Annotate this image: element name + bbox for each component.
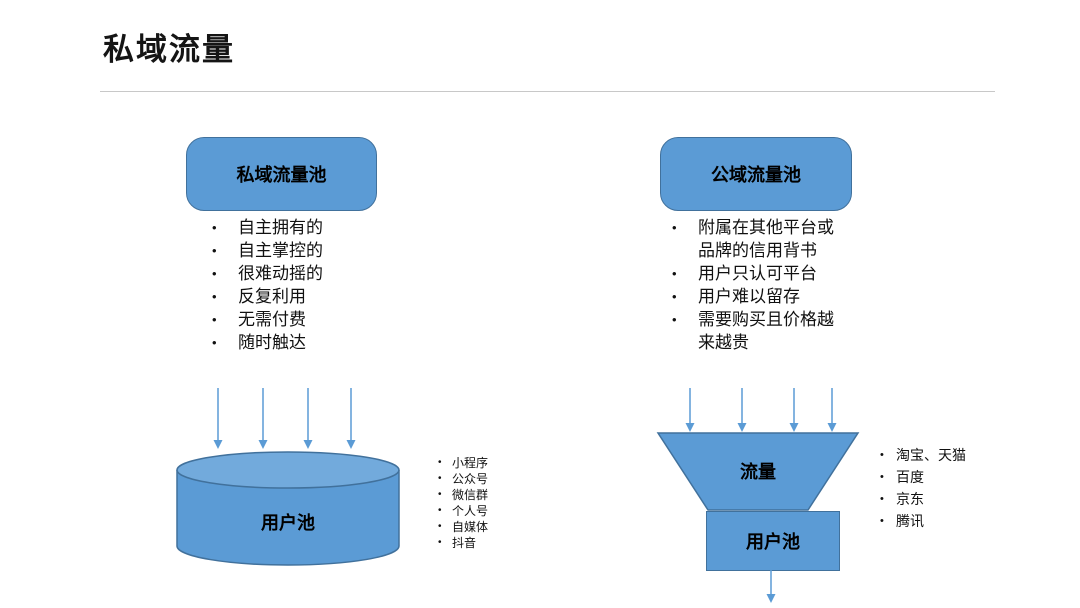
public-platform-list: • 淘宝、天猫 • 百度 • 京东 • 腾讯	[880, 444, 966, 532]
bullet-text: 附属在其他平台或品牌的信用背书	[698, 218, 834, 260]
list-item: • 微信群	[438, 487, 488, 503]
down-arrows-icon	[213, 388, 356, 449]
list-item: • 淘宝、天猫	[880, 444, 966, 466]
private-pool-bullet-list: • 自主拥有的 • 自主掌控的 • 很难动摇的 • 反复利用 • 无需付费 • 随时触达	[212, 216, 323, 354]
title-underline	[100, 91, 995, 92]
private-channel-list: • 小程序 • 公众号 • 微信群 • 个人号 • 自媒体 • 抖音	[438, 455, 488, 551]
bullet-icon: •	[212, 312, 217, 327]
funnel-label: 流量	[740, 462, 776, 482]
private-pool-shape: 私域流量池	[186, 137, 377, 211]
list-item: • 用户难以留存	[672, 285, 840, 308]
bullet-icon: •	[212, 220, 217, 235]
bullet-text: 需要购买且价格越来越贵	[698, 310, 834, 352]
platform-text: 京东	[896, 491, 924, 507]
bullet-icon: •	[438, 521, 442, 532]
down-arrows-icon	[685, 388, 837, 432]
private-pool-label: 私域流量池	[236, 165, 327, 185]
bullet-text: 用户难以留存	[698, 287, 800, 306]
bullet-icon: •	[880, 493, 884, 505]
user-pool-box-label: 用户池	[746, 532, 800, 552]
bullet-icon: •	[880, 449, 884, 461]
bullet-icon: •	[880, 515, 884, 527]
public-pool-bullet-list: • 附属在其他平台或品牌的信用背书 • 用户只认可平台 • 用户难以留存 • 需要购买且…	[672, 216, 840, 354]
list-item: • 公众号	[438, 471, 488, 487]
bullet-text: 自主拥有的	[238, 218, 323, 237]
bullet-icon: •	[672, 266, 677, 281]
user-pool-cylinder: 用户池	[175, 449, 401, 567]
list-item: • 自媒体	[438, 519, 488, 535]
list-item: • 用户只认可平台	[672, 262, 840, 285]
list-item: • 反复利用	[212, 285, 323, 308]
bullet-icon: •	[438, 505, 442, 516]
channel-text: 小程序	[452, 456, 489, 470]
page-title: 私域流量	[103, 32, 235, 67]
bullet-text: 无需付费	[238, 310, 306, 329]
list-item: • 小程序	[438, 455, 488, 471]
list-item: • 京东	[880, 488, 966, 510]
list-item: • 很难动摇的	[212, 262, 323, 285]
public-pool-shape: 公域流量池	[660, 137, 852, 211]
list-item: • 百度	[880, 466, 966, 488]
traffic-funnel: 流量	[656, 432, 860, 512]
channel-text: 微信群	[452, 488, 489, 502]
cylinder-shape-icon	[176, 451, 400, 566]
bullet-icon: •	[438, 457, 442, 468]
public-pool-label: 公域流量池	[711, 165, 801, 185]
list-item: • 自主掌控的	[212, 239, 323, 262]
platform-text: 淘宝、天猫	[896, 447, 966, 463]
user-pool-label: 用户池	[261, 513, 315, 533]
channel-text: 自媒体	[452, 520, 489, 534]
bullet-icon: •	[880, 471, 884, 483]
bullet-icon: •	[212, 266, 217, 281]
list-item: • 腾讯	[880, 510, 966, 532]
bullet-icon: •	[672, 220, 677, 235]
bullet-text: 很难动摇的	[238, 264, 323, 283]
bullet-text: 自主掌控的	[238, 241, 323, 260]
platform-text: 百度	[896, 469, 924, 485]
list-item: • 附属在其他平台或品牌的信用背书	[672, 216, 840, 262]
bullet-icon: •	[212, 289, 217, 304]
bullet-text: 随时触达	[238, 333, 306, 352]
list-item: • 需要购买且价格越来越贵	[672, 308, 840, 354]
bullet-icon: •	[438, 489, 442, 500]
list-item: • 无需付费	[212, 308, 323, 331]
user-pool-box: 用户池	[706, 511, 840, 571]
channel-text: 公众号	[452, 472, 489, 486]
list-item: • 随时触达	[212, 331, 323, 354]
bullet-icon: •	[212, 335, 217, 350]
bullet-icon: •	[672, 289, 677, 304]
bullet-icon: •	[438, 473, 442, 484]
channel-text: 个人号	[452, 504, 489, 518]
list-item: • 自主拥有的	[212, 216, 323, 239]
bullet-text: 用户只认可平台	[698, 264, 817, 283]
platform-text: 腾讯	[896, 513, 924, 529]
funnel-shape-icon	[656, 432, 860, 511]
bullet-icon: •	[438, 537, 442, 548]
bullet-icon: •	[672, 312, 677, 327]
list-item: • 个人号	[438, 503, 488, 519]
bullet-text: 反复利用	[238, 287, 306, 306]
down-arrow-icon	[766, 570, 776, 603]
channel-text: 抖音	[452, 536, 477, 550]
bullet-icon: •	[212, 243, 217, 258]
list-item: • 抖音	[438, 535, 488, 551]
